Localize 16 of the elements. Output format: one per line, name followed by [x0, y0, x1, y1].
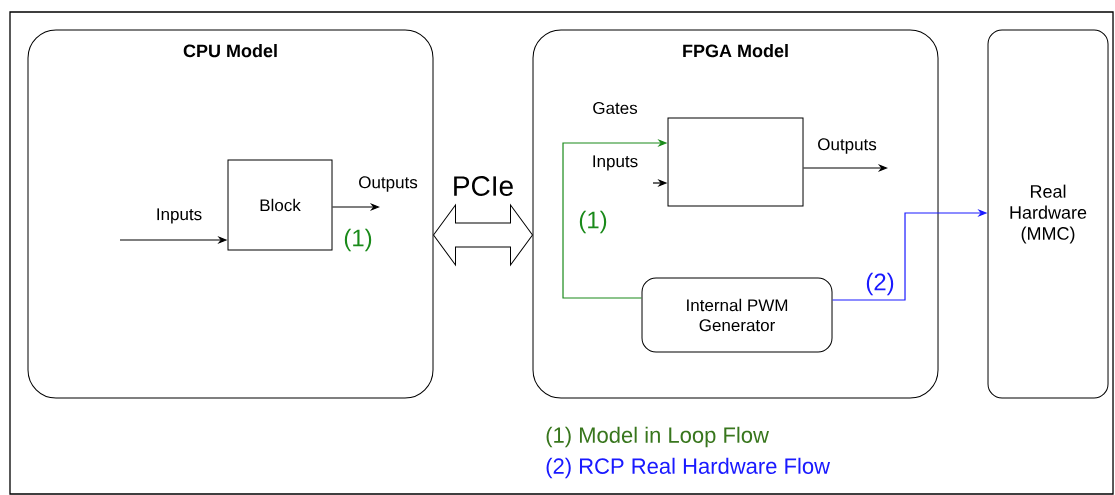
edge-label: (1): [577, 209, 609, 235]
process-box: Block: [227, 159, 333, 251]
process-box: Internal PWM Generator: [641, 277, 833, 353]
edge-label: Outputs: [357, 175, 419, 193]
hardware-box: Real Hardware (MMC): [987, 29, 1109, 399]
process-box: [667, 117, 804, 207]
edge-label: (2): [864, 271, 896, 297]
edge-label: PCIe: [450, 175, 516, 197]
edge-label: Outputs: [816, 137, 878, 155]
edge-label: Inputs: [590, 154, 640, 172]
signal-label: (1): [344, 228, 372, 252]
legend-text: (2) RCP Real Hardware Flow: [546, 457, 831, 479]
double-arrow: [433, 204, 533, 266]
edge-label: Inputs: [154, 207, 204, 225]
legend-text: (1) Model in Loop Flow: [546, 426, 769, 448]
signal-label: Gates: [593, 102, 638, 115]
